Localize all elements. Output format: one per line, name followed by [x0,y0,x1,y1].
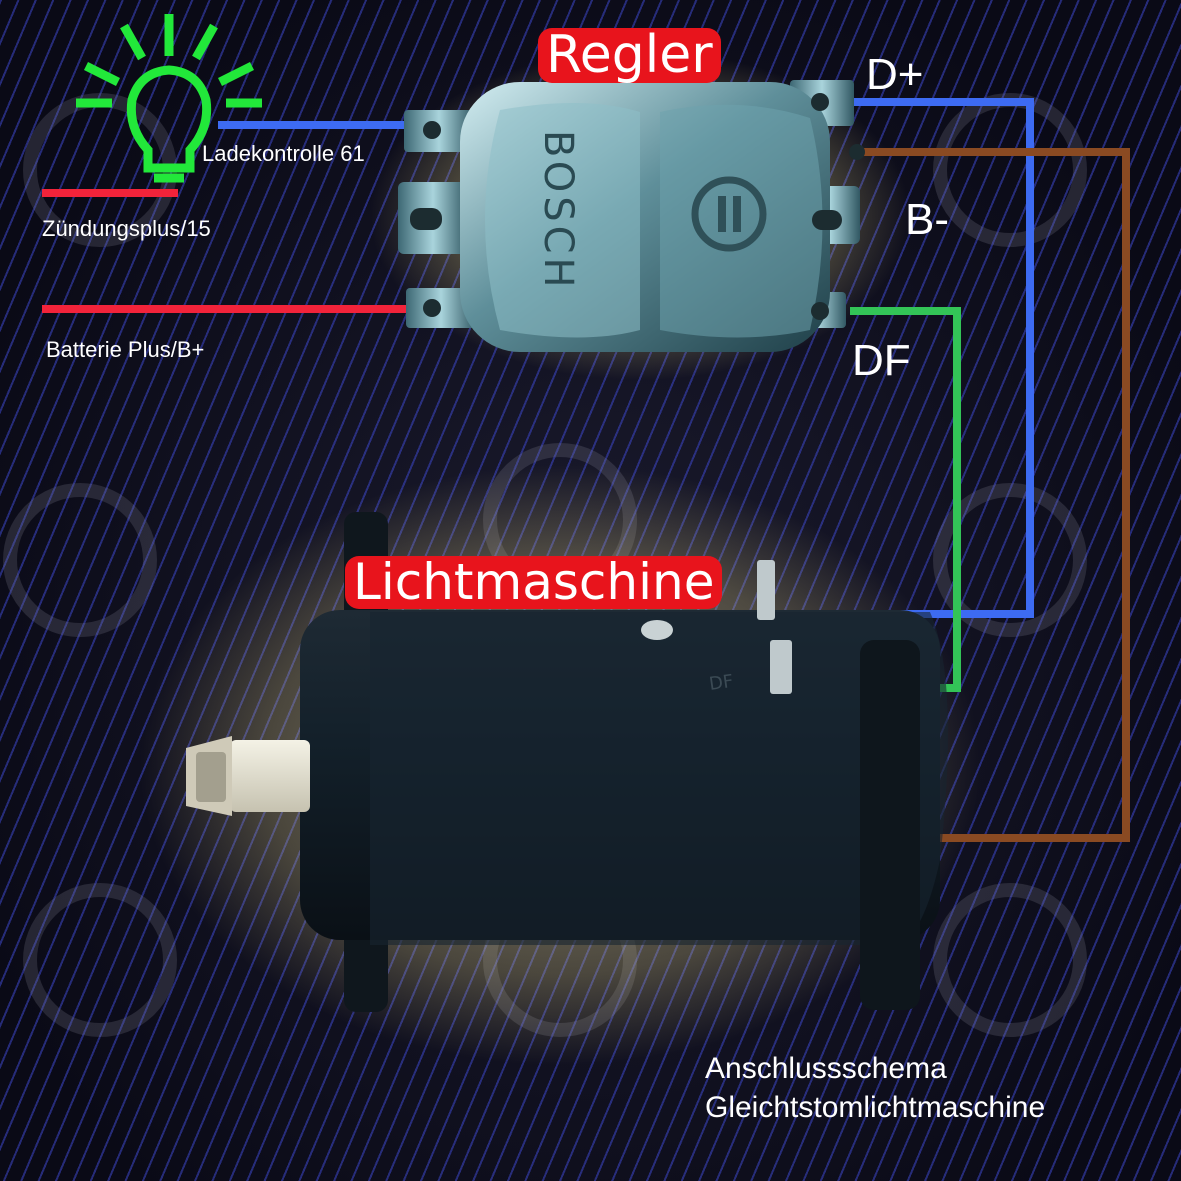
caption-subtitle: Gleichtstomlichtmaschine [705,1091,1046,1124]
ladekontrolle-label: Ladekontrolle 61 [202,141,365,166]
zuendungsplus-label: Zündungsplus/15 [42,216,211,241]
generator-graphic: DF [186,512,948,1012]
caption-title: Anschlussschema [705,1052,947,1085]
regler-label: Regler [538,28,721,83]
df-label: DF [852,336,911,385]
svg-text:DF: DF [708,671,735,695]
light-bulb-icon [76,14,262,183]
d-plus-label: D+ [866,50,924,99]
batterie-plus-label: Batterie Plus/B+ [46,337,205,362]
regulator-graphic [398,80,865,352]
lichtmaschine-label: Lichtmaschine [345,556,723,609]
regulator-brand: BOSCH [535,130,581,292]
b-minus-label: B- [905,195,949,244]
